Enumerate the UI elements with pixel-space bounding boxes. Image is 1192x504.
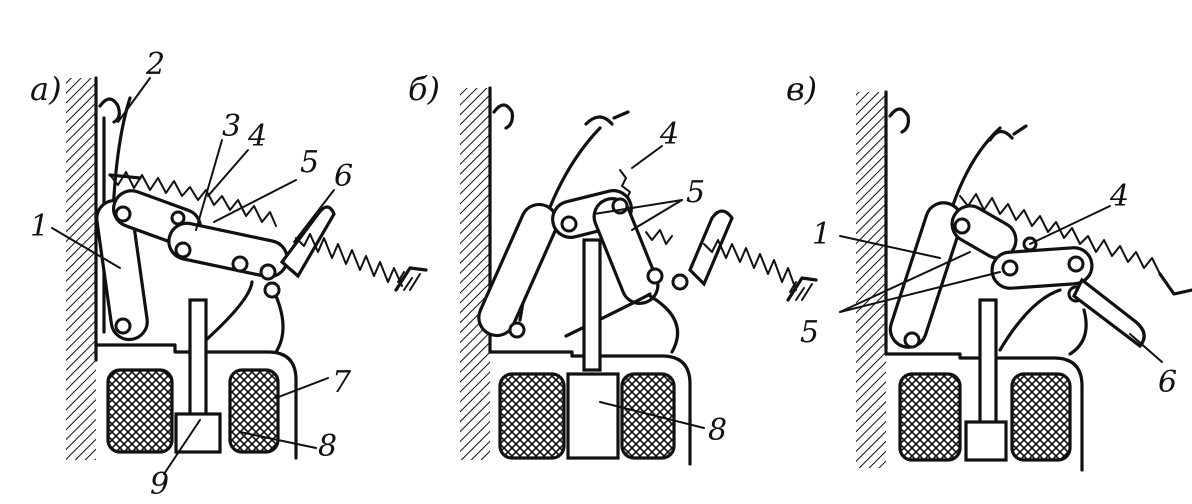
label-4-a: 4 <box>247 119 267 154</box>
toggle-links-c <box>888 201 1094 349</box>
wall-a <box>66 76 298 460</box>
label-3-a: 3 <box>222 109 241 144</box>
core-8-a <box>174 412 222 454</box>
core-8-b <box>566 372 620 460</box>
coil-right-a <box>228 368 280 454</box>
spring-4-b <box>619 169 631 201</box>
wall-b <box>460 86 692 466</box>
fixed-contact-a <box>98 97 121 124</box>
spring-6-a <box>295 233 403 287</box>
lever-6-c <box>1071 277 1146 349</box>
label-5-b: 5 <box>686 175 705 210</box>
plunger-c <box>978 298 998 432</box>
lever-6-a <box>279 205 336 279</box>
coil-left-b <box>498 372 566 460</box>
spring-6-b <box>703 239 797 291</box>
coil-left-c <box>898 372 962 462</box>
label-1-a: 1 <box>30 209 49 244</box>
label-7-a: 7 <box>332 365 352 400</box>
label-8-b: 8 <box>708 413 727 448</box>
panel-b: б) <box>408 70 818 466</box>
panel-c-label: в) <box>786 70 817 108</box>
fixed-contact-b <box>492 103 514 130</box>
label-4-b: 4 <box>659 117 679 152</box>
plunger-9-a <box>188 298 208 422</box>
fixed-contact-c <box>888 107 910 134</box>
toggle-links-b <box>477 189 689 339</box>
label-4-c: 4 <box>1109 179 1129 214</box>
lever-6-b <box>688 209 734 287</box>
panel-c: в) <box>786 70 1192 472</box>
plunger-b <box>582 238 602 372</box>
label-2-a: 2 <box>145 47 165 82</box>
core-c <box>964 420 1008 462</box>
label-5-c: 5 <box>800 315 819 350</box>
coil-right-b <box>620 372 676 460</box>
panel-a-label: а) <box>30 70 62 108</box>
toggle-links-a <box>95 189 289 342</box>
panel-b-label: б) <box>408 70 440 108</box>
coil-right-c <box>1010 372 1072 462</box>
panel-a: а) <box>30 47 428 502</box>
spring-3-a <box>109 171 277 227</box>
label-1-c: 1 <box>812 217 831 252</box>
coil-left-a <box>106 368 174 454</box>
label-8-a: 8 <box>318 429 337 464</box>
label-9-a: 9 <box>150 467 169 502</box>
label-6-c: 6 <box>1158 365 1177 400</box>
label-5-a: 5 <box>300 145 319 180</box>
label-6-a: 6 <box>334 159 353 194</box>
